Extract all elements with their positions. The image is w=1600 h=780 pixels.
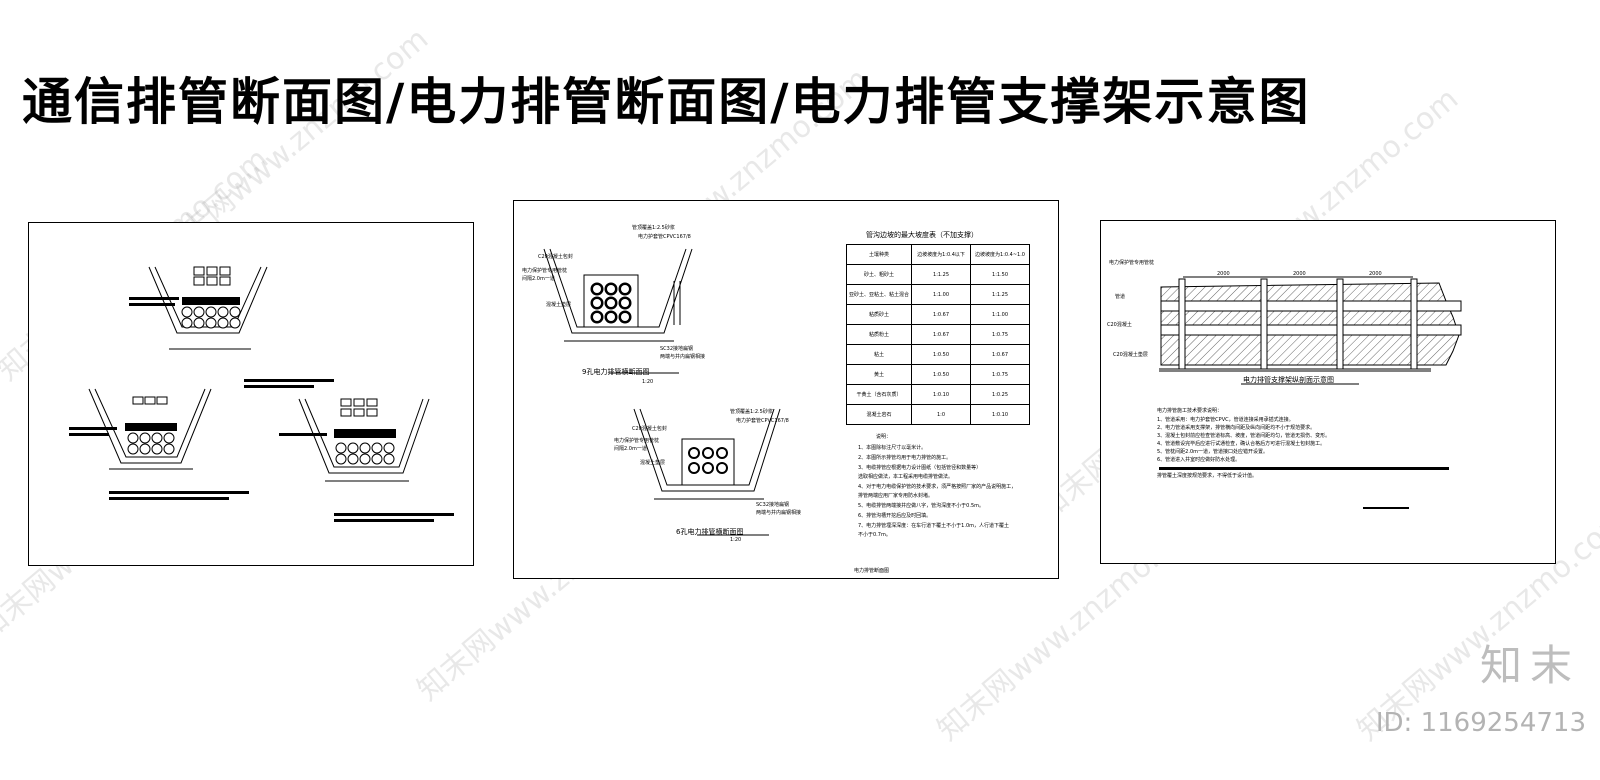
- table-cell: 干黄土（含石灰质）: [845, 384, 913, 405]
- note-line: 6、排管沟槽开挖后应及时回填。: [858, 513, 932, 519]
- dimension-label: 2000: [1369, 271, 1382, 277]
- note-line: 5、电缆排管两端接井应做八字，管沟深度不小于0.5m。: [858, 503, 985, 509]
- note-line: 不小于0.7m。: [858, 532, 891, 538]
- label-strip-connect: 两端与井内扁钢相接: [756, 510, 802, 516]
- label-cushion: 混凝土垫层: [546, 302, 572, 308]
- note-line: 1、管道采用：电力护套管CPVC，管道连接采用承插式连接。: [1157, 417, 1294, 423]
- note-line: 4、管道敷设完毕后应进行试通检查，确认合格后方可进行混凝土包封施工。: [1157, 441, 1326, 447]
- note-line: 2、本图所示排管均用于电力排管的施工。: [858, 455, 952, 461]
- table-cell: 1:0.50: [911, 344, 972, 365]
- table-cell: 砂土、粗砂土: [845, 264, 913, 285]
- label-cushion: C20混凝土垫层: [1113, 352, 1148, 358]
- table-cell: 黄土: [845, 364, 913, 385]
- slope-table-title: 管沟边坡的最大坡度表（不加支撑）: [866, 231, 978, 239]
- support-notes-title: 电力排管施工技术要求说明：: [1157, 408, 1223, 414]
- table-cell: 粘质砂土: [845, 304, 913, 325]
- support-frame-panel: 2000 2000 2000 电力保护管专用管枕 管道 C20混凝土 C20混凝…: [1100, 220, 1556, 564]
- label-mortar-cover: 管顶覆盖1:2.5砂浆: [730, 409, 773, 415]
- table-cell: 1:0.75: [970, 324, 1031, 345]
- note-line: 2、电力管道采用支撑架，排管横向间距及纵向间距均不小于规范要求。: [1157, 425, 1316, 431]
- drawing-footer: 电力排管断面图: [854, 568, 890, 574]
- support-frame-drawing: [1159, 276, 1462, 509]
- table-cell: 1:0: [911, 404, 972, 425]
- table-cell: 1:0.10: [911, 384, 972, 405]
- note-line: 5、管枕间距2.0m一道，管道接口处应错开设置。: [1157, 449, 1269, 455]
- table-header-cell: 边坡坡度为1:0.4~1.0: [970, 244, 1031, 265]
- scale-6-hole: 1:20: [730, 537, 742, 543]
- label-cushion: 混凝土垫层: [640, 460, 666, 466]
- table-cell: 1:1.50: [970, 264, 1031, 285]
- image-id: ID: 1169254713: [1375, 708, 1586, 738]
- note-line: 选取相应做法，本工程采用电缆排管做法。: [858, 474, 954, 480]
- label-power-sleeve: 电力护套管CPVC167/8: [736, 418, 789, 424]
- table-header-cell: 土壤种类: [845, 244, 913, 265]
- table-cell: 混凝土岩石: [845, 404, 913, 425]
- table-cell: 粘土: [845, 344, 913, 365]
- note-line: 7、电力排管埋深深度：在车行道下覆土不小于1.0m，人行道下覆土: [858, 523, 1010, 529]
- label-ground-strip: SC32接地扁钢: [756, 502, 790, 508]
- caption-6-hole: 6孔电力排管横断面图: [676, 528, 744, 536]
- label-spacing: 间隔2.0m一道: [614, 446, 647, 452]
- note-line: 排管两端应用厂家专用防水封堵。: [858, 493, 934, 499]
- table-cell: 亚砂土、亚粘土、粘土混合: [845, 284, 913, 305]
- table-cell: 1:0.67: [911, 324, 972, 345]
- notes-title: 说明：: [876, 434, 892, 440]
- table-cell: 1:0.75: [970, 364, 1031, 385]
- support-frame-caption: 电力排管支撑架纵剖面示意图: [1243, 376, 1334, 384]
- table-cell: 1:0.25: [970, 384, 1031, 405]
- table-cell: 1:0.67: [911, 304, 972, 325]
- comm-duct-section-panel: [28, 222, 474, 566]
- label-ground-strip: SC32接地扁钢: [660, 346, 694, 352]
- caption-9-hole: 9孔电力排管横断面图: [582, 368, 650, 376]
- note-line: 6、管道进入井室时应做好防水处理。: [1157, 457, 1241, 463]
- note-line: 3、混凝土包封前应检查管道标高、坡度，管道间距均匀，管道无损伤、变形。: [1157, 433, 1331, 439]
- label-strip-connect: 两端与井内扁钢相接: [660, 354, 706, 360]
- label-concrete: C20混凝土: [1107, 322, 1132, 328]
- power-duct-drawing: [543, 248, 781, 536]
- dimension-label: 2000: [1217, 271, 1230, 277]
- label-pipe-sleeper: 电力保护管专用管枕: [522, 268, 568, 274]
- note-line: 3、电缆排管应根据电力设计图纸（包括管径和数量等）: [858, 465, 982, 471]
- label-pipe: 管道: [1115, 294, 1126, 300]
- note-line: 4、对于电力电缆保护管的技术要求，须严格按照厂家的产品说明施工，: [858, 484, 1017, 490]
- label-pipe-sleeper: 电力保护管专用管枕: [614, 438, 660, 444]
- label-concrete-encasement: C20混凝土包封: [538, 254, 573, 260]
- power-duct-section-panel: 管顶覆盖1:2.5砂浆 电力护套管CPVC167/8 C20混凝土包封 电力保护…: [513, 200, 1059, 579]
- label-pipe-sleeper: 电力保护管专用管枕: [1109, 260, 1155, 266]
- support-emphasis-note: 排管覆土深度按规范要求，不得低于设计值。: [1157, 473, 1258, 479]
- page-title: 通信排管断面图/电力排管断面图/电力排管支撑架示意图: [22, 72, 1311, 131]
- dimension-label: 2000: [1293, 271, 1306, 277]
- note-line: 1、本图除标注尺寸以毫米计。: [858, 445, 927, 451]
- table-cell: 1:0.67: [970, 344, 1031, 365]
- table-cell: 1:1.25: [911, 264, 972, 285]
- table-cell: 1:1.00: [970, 304, 1031, 325]
- table-header-row: 土壤种类 边坡坡度为1:0.4以下 边坡坡度为1:0.4~1.0: [845, 244, 1031, 265]
- table-header-cell: 边坡坡度为1:0.4以下: [911, 244, 972, 265]
- brand-watermark: 知末: [1479, 641, 1580, 690]
- table-cell: 1:1.00: [911, 284, 972, 305]
- table-cell: 粘质粉土: [845, 324, 913, 345]
- table-cell: 1:1.25: [970, 284, 1031, 305]
- label-power-sleeve: 电力护套管CPVC167/8: [638, 234, 691, 240]
- comm-duct-drawing: [69, 266, 454, 522]
- label-concrete-encasement: C20混凝土包封: [632, 426, 667, 432]
- table-cell: 1:0.10: [970, 404, 1031, 425]
- label-mortar-cover: 管顶覆盖1:2.5砂浆: [632, 225, 675, 231]
- table-cell: 1:0.50: [911, 364, 972, 385]
- label-spacing: 间隔2.0m一道: [522, 276, 555, 282]
- scale-9-hole: 1:20: [642, 379, 654, 385]
